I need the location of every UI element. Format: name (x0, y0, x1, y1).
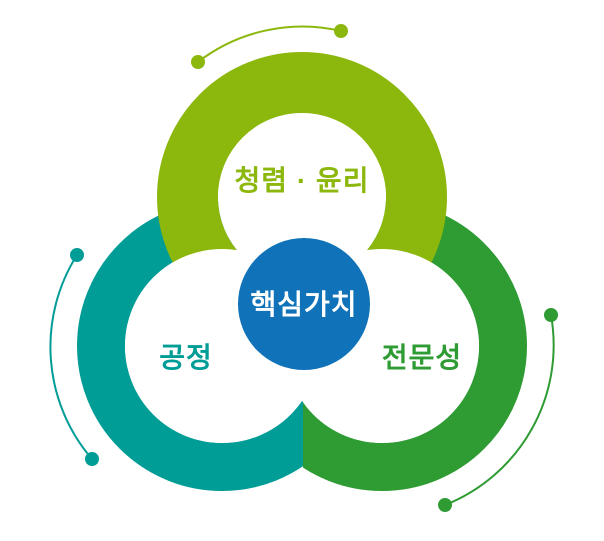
professionalism-accent-dot-top (544, 308, 558, 322)
integrity-label: 청렴 · 윤리 (235, 165, 370, 196)
fairness-accent-arc (49, 248, 99, 466)
fairness-accent-path (49, 254, 93, 460)
fairness-accent-dot-bottom (85, 452, 99, 466)
integrity-accent-dot-right (334, 24, 348, 38)
fairness-label: 공정 (159, 342, 213, 373)
professionalism-accent-arc (438, 308, 558, 512)
integrity-accent-dot-left (191, 55, 205, 69)
professionalism-label: 전문성 (382, 342, 462, 373)
integrity-accent-path (197, 25, 342, 63)
center-label: 핵심가치 (250, 289, 357, 320)
integrity-inner-disc (218, 113, 386, 281)
fairness-accent-dot-top (70, 248, 84, 262)
professionalism-accent-path (444, 314, 555, 506)
center-circle (238, 238, 370, 370)
professionalism-accent-dot-bottom (438, 498, 452, 512)
integrity-accent-arc (191, 24, 348, 69)
